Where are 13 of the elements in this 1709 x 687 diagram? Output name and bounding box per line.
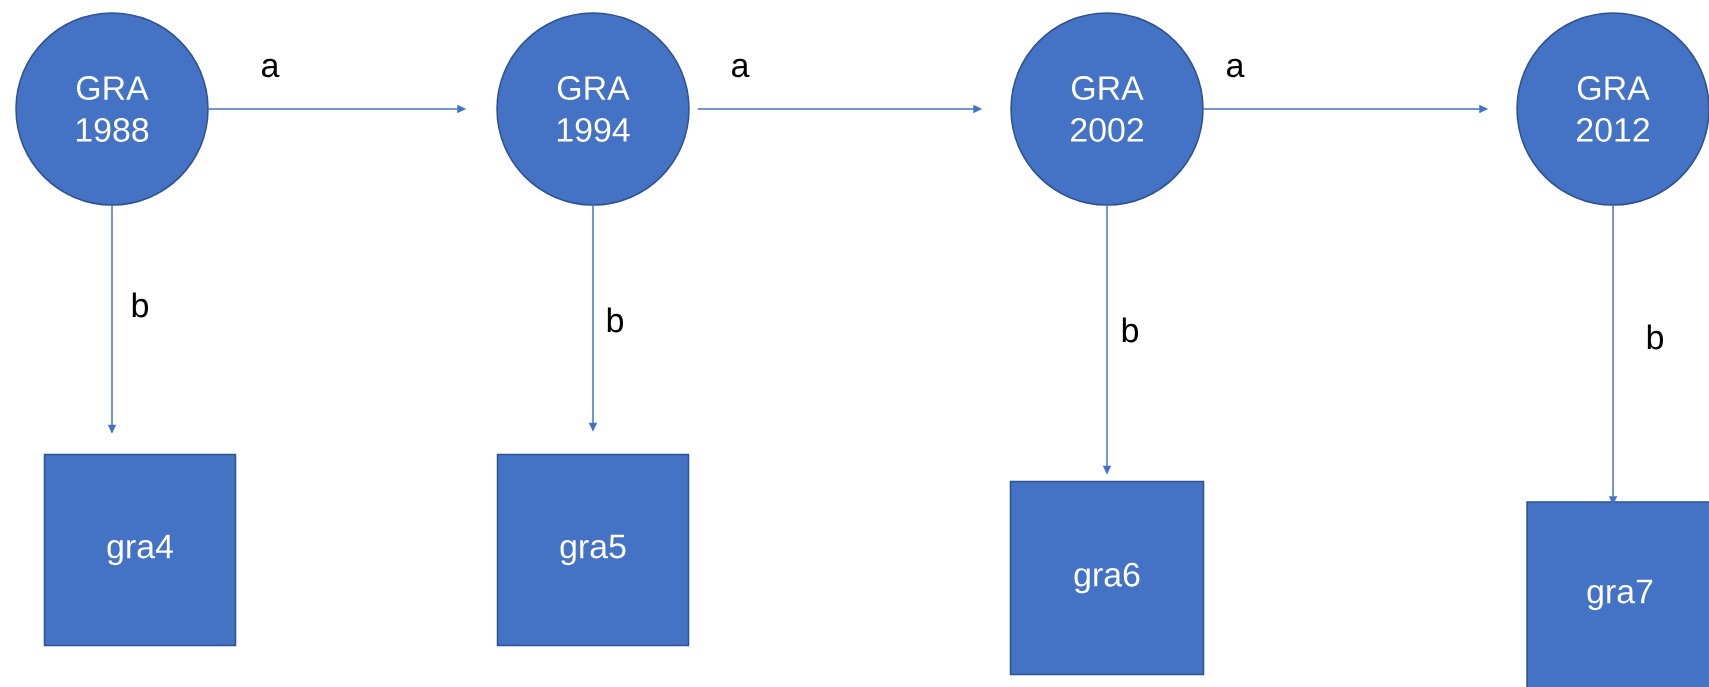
edge-label: a [258, 56, 282, 80]
square-node: gra4 [43, 453, 237, 647]
circle-node: GRA 2002 [1010, 12, 1204, 206]
edge-label: b [128, 290, 152, 320]
edge-label: a [1223, 56, 1247, 80]
circle-node: GRA 1994 [496, 12, 690, 206]
edge-label: b [603, 305, 627, 335]
square-node: gra6 [1009, 480, 1205, 676]
circle-node: GRA 1988 [15, 12, 209, 206]
square-node: gra5 [496, 453, 690, 647]
edge-label: b [1643, 322, 1667, 352]
edge-label: a [728, 56, 752, 80]
edge-label: b [1118, 315, 1142, 345]
